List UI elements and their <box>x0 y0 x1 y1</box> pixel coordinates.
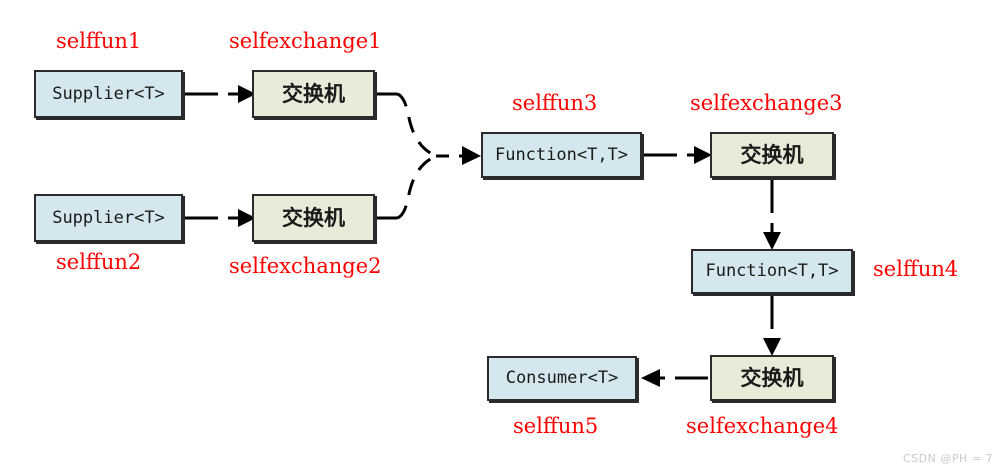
label-selffun4: selffun4 <box>873 257 959 281</box>
node-exchange4-label: 交换机 <box>740 365 804 390</box>
watermark: CSDN @PH = 7 <box>903 452 993 465</box>
label-selfexchange4: selfexchange4 <box>686 414 839 438</box>
label-selffun5: selffun5 <box>513 414 599 438</box>
node-function4-label: Function<T,T> <box>705 261 839 281</box>
node-exchange3[interactable]: 交换机 <box>710 132 834 178</box>
node-exchange1-label: 交换机 <box>282 81 345 106</box>
edge-exchange2-merge <box>377 155 435 220</box>
label-selfexchange3: selfexchange3 <box>690 91 843 115</box>
label-selffun3: selffun3 <box>512 91 598 115</box>
node-exchange3-label: 交换机 <box>740 142 804 167</box>
edge-exchange4-consumer5 <box>641 369 708 387</box>
label-selffun2: selffun2 <box>56 250 142 274</box>
label-selfexchange1: selfexchange1 <box>229 29 382 53</box>
node-supplier1[interactable]: Supplier<T> <box>34 70 183 118</box>
label-selfexchange2: selfexchange2 <box>229 254 382 278</box>
node-consumer5-label: Consumer<T> <box>505 368 619 388</box>
edge-supplier1-exchange1 <box>185 85 256 103</box>
node-supplier2[interactable]: Supplier<T> <box>34 194 183 242</box>
node-exchange2-label: 交换机 <box>282 205 345 230</box>
edge-exchange1-merge <box>377 92 435 157</box>
edge-supplier2-exchange2 <box>185 209 256 227</box>
node-consumer5[interactable]: Consumer<T> <box>487 356 637 401</box>
edge-merge-function3 <box>436 146 481 165</box>
node-supplier2-label: Supplier<T> <box>52 207 165 228</box>
edge-function4-exchange4 <box>763 296 781 356</box>
edge-exchange3-function4 <box>763 180 781 250</box>
node-exchange2[interactable]: 交换机 <box>252 194 375 242</box>
node-exchange4[interactable]: 交换机 <box>710 355 834 401</box>
node-function3-label: Function<T,T> <box>494 144 629 165</box>
node-supplier1-label: Supplier<T> <box>52 83 165 104</box>
edge-function3-exchange3 <box>644 146 712 164</box>
node-exchange1[interactable]: 交换机 <box>252 70 375 118</box>
node-function4[interactable]: Function<T,T> <box>691 249 853 294</box>
label-selffun1: selffun1 <box>56 29 142 53</box>
node-function3[interactable]: Function<T,T> <box>481 132 642 178</box>
